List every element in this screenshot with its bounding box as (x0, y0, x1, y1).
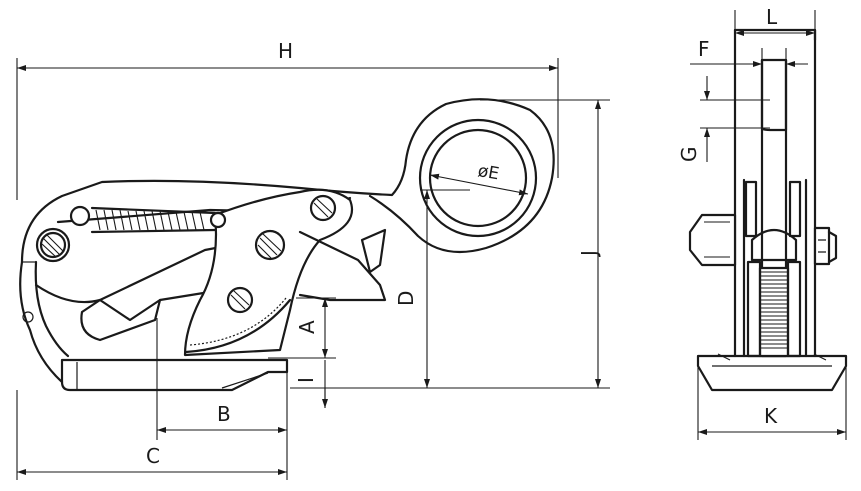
dim-D (420, 189, 470, 388)
label-G: G (677, 147, 701, 163)
dim-K (697, 366, 847, 440)
label-C: C (146, 444, 160, 468)
dim-F (690, 48, 808, 70)
label-H: H (278, 39, 293, 63)
side-view: H J D A I B C øE (16, 39, 610, 480)
label-E: øE (476, 161, 500, 184)
label-B: B (217, 402, 231, 426)
label-D: D (394, 291, 418, 306)
front-view: L F G K (677, 5, 848, 440)
front-base (696, 353, 848, 392)
dim-L (734, 10, 816, 40)
dim-B (156, 318, 288, 480)
label-L: L (766, 5, 778, 29)
label-A: A (295, 320, 319, 334)
pins (35, 194, 337, 314)
dim-J (290, 99, 610, 389)
dim-A (268, 297, 336, 359)
dim-C (16, 390, 287, 480)
front-cam (746, 260, 802, 358)
label-K: K (764, 404, 778, 428)
dim-I (322, 360, 328, 408)
label-F: F (698, 37, 710, 61)
lifting-ring (418, 118, 538, 238)
label-I: I (294, 377, 318, 383)
label-J: J (577, 250, 601, 258)
dim-H (16, 58, 559, 200)
base-pad (60, 358, 289, 392)
front-pin (688, 213, 838, 267)
spring (69, 205, 227, 234)
dim-G (700, 76, 770, 162)
